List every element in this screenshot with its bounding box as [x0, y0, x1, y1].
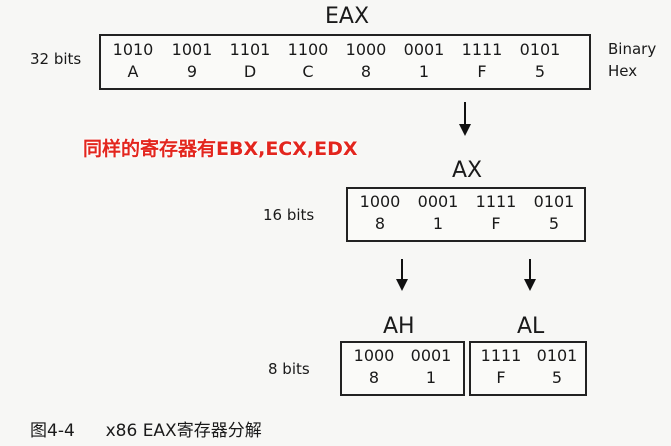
- eax-title: EAX: [325, 4, 370, 29]
- bits8-size-label: 8 bits: [268, 360, 310, 378]
- eax-hex-cell: D: [243, 62, 257, 81]
- eax-hex-cell: A: [127, 62, 139, 81]
- eax-hex-cell: 1: [418, 62, 430, 81]
- eax-binary-cell: 1101: [229, 40, 271, 59]
- down-arrow-icon: [524, 259, 536, 291]
- figure-caption-text: x86 EAX寄存器分解: [105, 421, 262, 441]
- eax-hex-cell: 9: [186, 62, 198, 81]
- eax-register-box: 1010 1001 1101 1100 1000 0001 1111 0101 …: [99, 34, 591, 90]
- ax-binary-cell: 1000: [359, 192, 401, 211]
- ax-size-label: 16 bits: [263, 206, 315, 224]
- ax-hex-cell: 8: [374, 214, 386, 233]
- ah-hex-cell: 8: [368, 368, 380, 387]
- eax-binary-cell: 1111: [461, 40, 503, 59]
- ax-binary-cell: 0001: [417, 192, 459, 211]
- eax-hex-cell: C: [302, 62, 314, 81]
- al-binary-cell: 1111: [480, 346, 522, 365]
- eax-binary-cell: 1000: [345, 40, 387, 59]
- ax-hex-cell: F: [491, 214, 501, 233]
- al-hex-cell: 5: [551, 368, 563, 387]
- ax-register-box: 1000 0001 1111 0101 8 1 F 5: [346, 187, 586, 242]
- eax-binary-cell: 1010: [112, 40, 154, 59]
- eax-binary-cell: 1001: [171, 40, 213, 59]
- ax-hex-cell: 1: [432, 214, 444, 233]
- ax-binary-cell: 0101: [533, 192, 575, 211]
- al-title: AL: [517, 314, 545, 339]
- hex-row-label: Hex: [608, 62, 638, 80]
- binary-row-label: Binary: [608, 40, 657, 58]
- down-arrow-icon: [459, 102, 471, 136]
- eax-size-label: 32 bits: [30, 50, 82, 68]
- figure-caption: 图4-4 x86 EAX寄存器分解: [30, 416, 262, 441]
- eax-binary-cell: 1100: [287, 40, 329, 59]
- figure-number: 图4-4: [30, 421, 75, 441]
- eax-hex-cell: 5: [534, 62, 546, 81]
- ax-hex-cell: 5: [548, 214, 560, 233]
- al-binary-cell: 0101: [536, 346, 578, 365]
- ah-binary-cell: 1000: [353, 346, 395, 365]
- al-hex-cell: F: [496, 368, 506, 387]
- ah-hex-cell: 1: [425, 368, 437, 387]
- ah-title: AH: [383, 314, 415, 339]
- ah-register-box: 1000 0001 8 1: [340, 341, 465, 396]
- eax-binary-cell: 0001: [403, 40, 445, 59]
- down-arrow-icon: [396, 259, 408, 291]
- note-text: 同样的寄存器有EBX,ECX,EDX: [83, 138, 358, 160]
- al-register-box: 1111 0101 F 5: [469, 341, 587, 396]
- ax-title: AX: [452, 158, 483, 183]
- eax-hex-cell: F: [477, 62, 487, 81]
- eax-binary-cell: 0101: [519, 40, 561, 59]
- ax-binary-cell: 1111: [475, 192, 517, 211]
- eax-hex-cell: 8: [360, 62, 372, 81]
- ah-binary-cell: 0001: [410, 346, 452, 365]
